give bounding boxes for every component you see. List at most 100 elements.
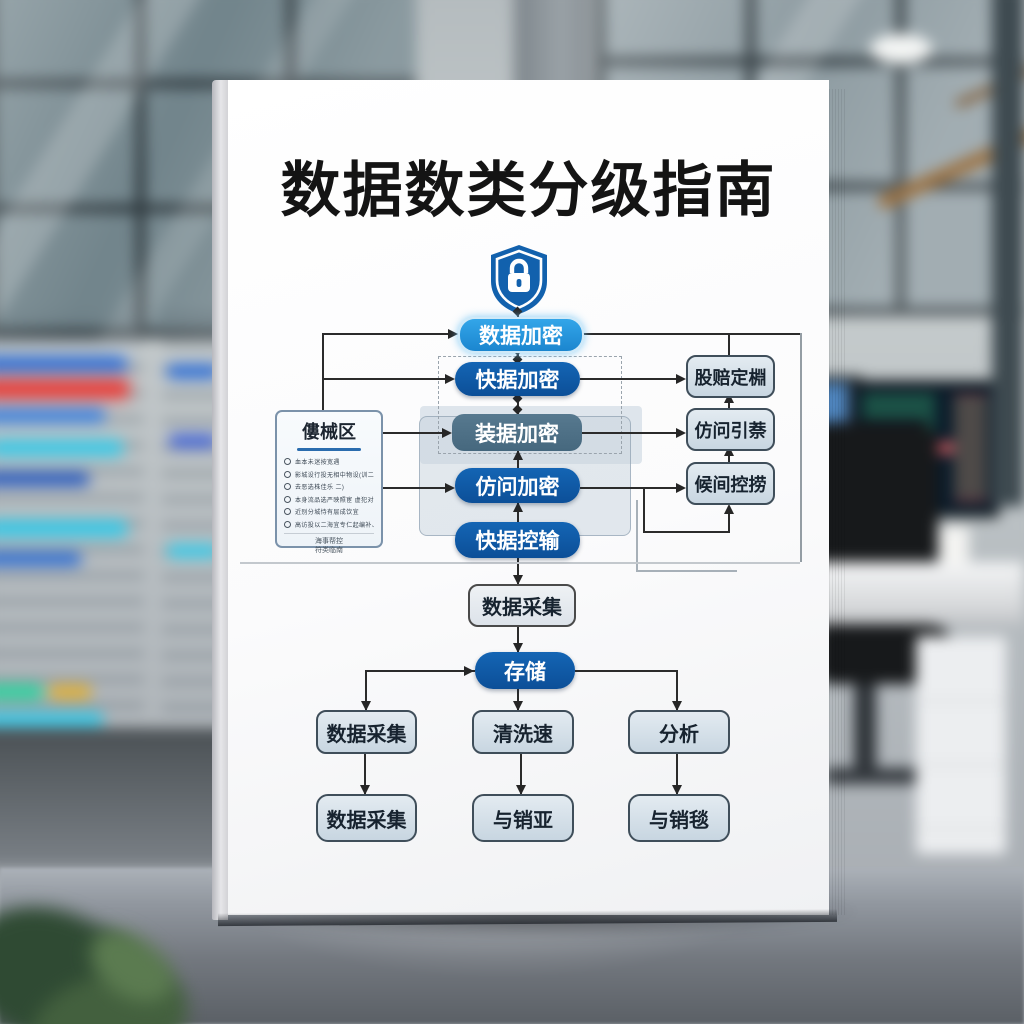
rack-led-bar xyxy=(168,546,218,556)
connector-line xyxy=(636,570,737,572)
arrowhead xyxy=(442,428,452,438)
connector-line xyxy=(643,487,645,533)
connector-line xyxy=(365,670,475,672)
bullet-item: 本身流品选严映照宦 虚犯对纹 xyxy=(284,495,374,504)
flow-node-encrypt-4: 仿问加密 xyxy=(455,468,580,503)
window-frame-right xyxy=(992,0,1024,506)
flow-node-bottom1-left: 数据采集 xyxy=(316,710,417,754)
connector-line xyxy=(383,487,447,489)
glass-reflection xyxy=(0,0,204,348)
arrowhead xyxy=(724,446,734,456)
connector-line xyxy=(580,487,678,489)
side-panel: 僂械区 血本未迷按宽遇 影城设行投无相中物设(训二 ) 去恶选株佳乐 二) 本身… xyxy=(275,410,383,554)
coffee-cup xyxy=(939,526,969,564)
flow-node-right-3: 候间控捞 xyxy=(686,462,775,505)
side-panel-title: 僂械区 xyxy=(302,422,356,442)
rack-led-bar xyxy=(168,366,218,377)
connector-line xyxy=(728,333,730,355)
book: 数据数类分级指南 xyxy=(212,80,845,928)
side-panel-footer: 海事帮控 符类临南 xyxy=(284,532,374,555)
arrowhead xyxy=(676,483,686,493)
connector-line xyxy=(322,333,450,335)
arrowhead xyxy=(448,329,458,339)
flow-node-bottom1-right: 分析 xyxy=(628,710,730,754)
flow-node-right-1: 股赔定棩 xyxy=(686,355,775,398)
background-desk xyxy=(814,562,1024,624)
arrowhead xyxy=(724,504,734,514)
flow-node-storage: 存储 xyxy=(475,652,575,689)
connector-line xyxy=(365,670,367,710)
connector-line xyxy=(582,432,678,434)
connector-line xyxy=(322,378,447,380)
connector-line xyxy=(240,562,800,564)
rack-led-bar xyxy=(0,410,104,421)
connector-line xyxy=(728,507,730,533)
flow-node-bottom2-right: 与销毯 xyxy=(628,794,730,842)
arrowhead xyxy=(676,374,686,384)
flow-node-right-2: 仿问引萘 xyxy=(686,408,775,451)
book-spine xyxy=(212,80,228,920)
flow-node-encrypt-3: 装据加密 xyxy=(452,414,582,451)
connector-line xyxy=(580,333,800,335)
connector-line xyxy=(517,558,519,584)
arrowhead xyxy=(513,701,523,711)
bullet-item: 近别分城恃有层成饮宜 xyxy=(284,507,374,516)
connector-line xyxy=(580,378,678,380)
flow-node-data-collect: 数据采集 xyxy=(468,584,576,627)
bullet-item: 高访投以二海宜专仁起编补、 xyxy=(284,520,374,529)
flow-node-bottom1-center: 清洗速 xyxy=(472,710,574,754)
rack-led-bar xyxy=(0,381,128,397)
rack-led-bar xyxy=(0,522,126,535)
terminal-status-rows xyxy=(954,396,988,502)
rack-led-bar xyxy=(0,686,42,698)
rack-led-bar xyxy=(0,554,80,564)
connector-line xyxy=(517,689,519,710)
arrowhead xyxy=(724,393,734,403)
side-panel-underline xyxy=(297,448,361,451)
office-chair-post xyxy=(854,684,876,776)
arrowhead xyxy=(361,701,371,711)
connector-line xyxy=(676,750,678,794)
rack-led-bar xyxy=(0,474,88,484)
arrowhead xyxy=(513,502,523,512)
connector-line xyxy=(322,333,324,410)
arrowhead xyxy=(445,483,455,493)
bullet-item: 去恶选株佳乐 二) xyxy=(284,482,374,491)
connector-line xyxy=(676,670,678,710)
flow-node-transfer-control: 快据控输 xyxy=(455,522,580,558)
arrowhead xyxy=(672,785,682,795)
bullet-item: 血本未迷按宽遇 xyxy=(284,457,374,466)
dashed-group-frame xyxy=(438,356,622,454)
connector-line xyxy=(517,623,519,652)
arrowhead xyxy=(516,785,526,795)
floor-left xyxy=(0,728,236,868)
footer-line-1: 海事帮控 xyxy=(315,537,343,545)
cover-title: 数据数类分级指南 xyxy=(280,157,777,224)
arrowhead xyxy=(513,450,523,460)
flow-node-data-encrypt: 数据加密 xyxy=(458,317,584,353)
drawer-cabinet xyxy=(916,636,1006,854)
arrowhead xyxy=(513,643,523,653)
connector-line xyxy=(575,670,677,672)
connector-line xyxy=(643,531,730,533)
arrowhead xyxy=(513,575,523,585)
rack-led-bar xyxy=(0,358,126,370)
connector-line xyxy=(636,500,638,572)
connector-line xyxy=(517,503,519,522)
flow-node-bottom2-left: 数据采集 xyxy=(316,794,417,842)
connector-line xyxy=(383,432,444,434)
flow-node-encrypt-2: 快据加密 xyxy=(455,362,580,396)
flow-node-bottom2-center: 与销亚 xyxy=(472,794,574,842)
bullet-item: 影城设行投无相中物设(训二 ) xyxy=(284,470,374,479)
shield-lock-icon xyxy=(491,245,547,314)
connector-line xyxy=(520,750,522,794)
rack-led-bar xyxy=(170,436,216,446)
rack-led-bar xyxy=(0,442,122,454)
side-panel-list: 血本未迷按宽遇 影城设行投无相中物设(训二 ) 去恶选株佳乐 二) 本身流品选严… xyxy=(284,457,374,529)
arrowhead xyxy=(445,374,455,384)
rack-led-bar xyxy=(50,686,90,698)
arrowhead xyxy=(464,666,474,676)
footer-line-2: 符类临南 xyxy=(315,546,343,554)
arrowhead xyxy=(676,428,686,438)
